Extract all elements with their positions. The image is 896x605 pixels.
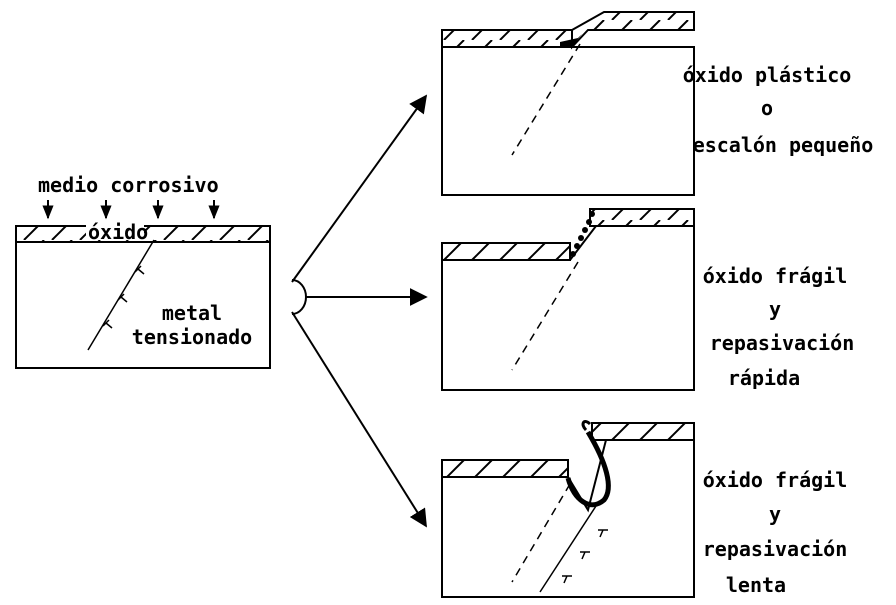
case-bottom-line4: lenta [726, 573, 786, 597]
branch-junction [292, 280, 306, 314]
metal-block [16, 242, 270, 368]
stressed-label: tensionado [132, 325, 252, 349]
case-top-line3: escalón pequeño [693, 133, 874, 157]
case-top-diagram [442, 12, 694, 195]
case-bottom-diagram [442, 422, 694, 597]
case-middle-label: óxido frágil y repasivación rápida [703, 264, 855, 390]
case-middle-line3: repasivación [710, 331, 855, 355]
case-top-label: óxido plástico o escalón pequeño [683, 63, 874, 157]
case-top-line1: óxido plástico [683, 63, 852, 87]
oxide-layer-left [442, 30, 572, 47]
oxide-dot [574, 243, 580, 249]
case-middle-line4: rápida [728, 366, 800, 390]
case-bottom-label: óxido frágil y repasivación lenta [703, 468, 848, 597]
corrosive-medium-label: medio corrosivo [38, 173, 219, 197]
metal-label: metal [162, 301, 222, 325]
medium-arrows [48, 200, 214, 218]
oxide-label: óxido [88, 220, 148, 244]
metal-block [442, 47, 694, 195]
oxide-layer-stretched [572, 12, 694, 47]
oxide-dot [589, 211, 595, 217]
arrow-to-bottom-case [292, 312, 426, 526]
case-middle-line2: y [769, 297, 781, 321]
case-top-line2: o [761, 96, 773, 120]
oxide-curl [583, 422, 590, 430]
oxide-layer-right [592, 423, 694, 440]
left-panel: medio corrosivo óxido metal tensionado [16, 173, 270, 368]
oxide-layer-right [590, 209, 694, 226]
branch-arrows [292, 96, 426, 526]
oxide-layer-left [442, 460, 568, 477]
oxide-dot [578, 235, 584, 241]
oxide-dot [570, 251, 576, 257]
oxide-dot [586, 219, 592, 225]
oxide-layer-left [442, 243, 570, 260]
case-middle-line1: óxido frágil [703, 264, 848, 288]
oxide-dot [582, 227, 588, 233]
case-bottom-line2: y [769, 502, 781, 526]
case-bottom-line1: óxido frágil [703, 468, 848, 492]
case-bottom-line3: repasivación [703, 537, 848, 561]
arrow-to-top-case [292, 96, 426, 282]
case-middle-diagram [442, 209, 694, 390]
